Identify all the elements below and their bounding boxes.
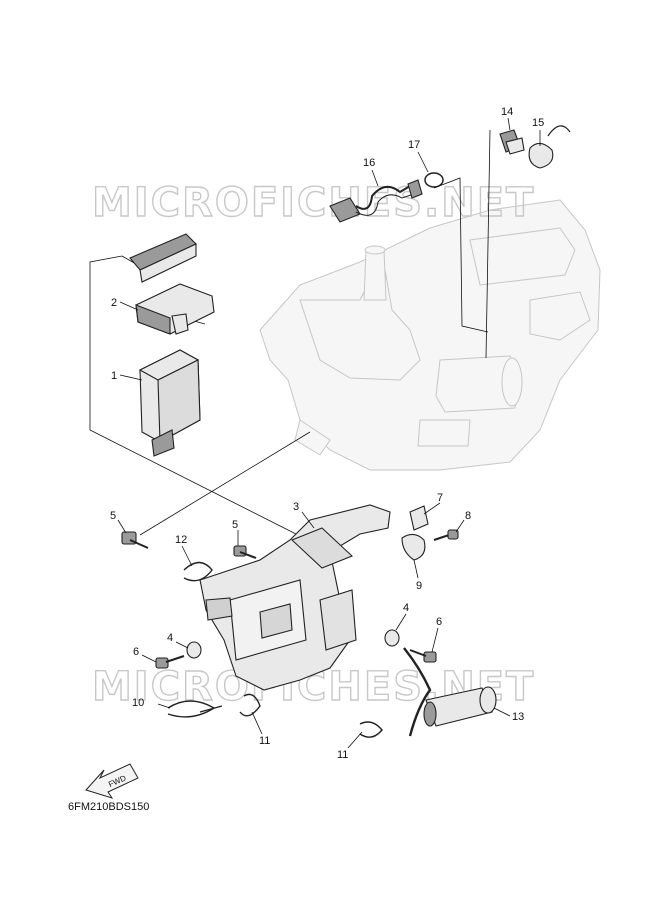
- part-11-clamp-left: [239, 693, 261, 717]
- part-17-o-ring: [424, 172, 444, 188]
- callout-6-right: 6: [436, 616, 442, 628]
- part-4-collar-left: [186, 641, 202, 659]
- part-1-cdi-unit: [138, 349, 201, 457]
- part-4-collar-right: [384, 629, 400, 647]
- part-15-cap: [528, 125, 571, 169]
- callout-14: 14: [501, 106, 513, 118]
- callout-11-right: 11: [337, 749, 348, 761]
- part-11-clamp-right: [359, 721, 383, 738]
- callout-16: 16: [363, 157, 375, 169]
- part-8-bolt: [433, 529, 459, 541]
- callout-8: 8: [465, 510, 471, 522]
- part-13-ignition-coil: [403, 647, 497, 737]
- callout-1: 1: [111, 370, 117, 382]
- callout-3: 3: [293, 501, 299, 513]
- watermark-top: MICROFICHES.NET: [92, 180, 535, 226]
- part-2-bracket: [129, 233, 215, 335]
- callout-12: 12: [175, 534, 187, 546]
- callout-4-left: 4: [167, 632, 173, 644]
- callout-5-left: 5: [110, 510, 116, 522]
- callout-9: 9: [416, 580, 422, 592]
- part-16-wire-harness: [329, 179, 423, 223]
- part-6-bolt-right: [409, 649, 437, 663]
- part-12-clamp: [183, 561, 213, 582]
- callout-11-left: 11: [259, 735, 270, 747]
- part-5-bolt-left: [121, 531, 149, 549]
- callout-5-right: 5: [232, 519, 238, 531]
- part-6-bolt-left: [155, 655, 185, 669]
- leader-lines: [117, 117, 541, 749]
- part-7-grommet: [409, 505, 429, 531]
- callouts: 1 2 3 4 4 5 5 6 6 7 8 9 10 11 11 12 13 1…: [110, 106, 544, 761]
- callout-2: 2: [111, 297, 117, 309]
- part-3-electrical-bracket: [199, 504, 391, 691]
- diagram-code: 6FM210BDS150: [68, 801, 150, 813]
- part-5-bolt-right: [233, 545, 257, 559]
- callout-4-right: 4: [403, 602, 409, 614]
- callout-17: 17: [408, 139, 420, 151]
- callout-7: 7: [437, 492, 443, 504]
- fwd-arrow: FWD: [85, 763, 139, 799]
- callout-13: 13: [512, 711, 524, 723]
- callout-15: 15: [532, 117, 544, 129]
- part-9-clip: [401, 533, 426, 561]
- part-10-clamp: [167, 700, 223, 718]
- part-14-sensor: [499, 129, 525, 155]
- engine-block-ghost: [259, 199, 601, 471]
- callout-10: 10: [132, 697, 144, 709]
- callout-6-left: 6: [133, 646, 139, 658]
